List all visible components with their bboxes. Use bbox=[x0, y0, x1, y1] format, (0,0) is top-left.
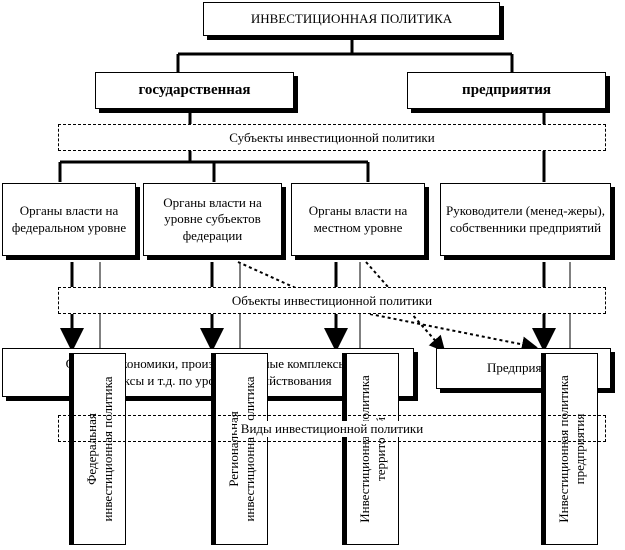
subject-regional: Органы власти на уровне субъектов федера… bbox=[143, 183, 282, 256]
level-state: государственная bbox=[95, 72, 294, 109]
band-objects: Объекты инвестиционной политики bbox=[58, 287, 606, 314]
title-connector bbox=[176, 36, 514, 72]
object-economy-line1: Отрасли экономики, производственные комп… bbox=[65, 356, 351, 372]
subject-enterprise: Руководители (менед-жеры), собственники … bbox=[440, 183, 611, 256]
band-types-label: Виды инвестиционной политики bbox=[236, 420, 428, 437]
local-dotted-arrow-2 bbox=[369, 313, 538, 353]
subject-federal: Органы власти на федеральном уровне bbox=[2, 183, 136, 256]
regional-dotted-arrow bbox=[237, 261, 301, 291]
band-subjects-label: Субъекты инвестиционной политики bbox=[229, 129, 435, 145]
band-subjects: Субъекты инвестиционной политики bbox=[58, 124, 606, 151]
main-title: ИНВЕСТИЦИОННАЯ ПОЛИТИКА bbox=[203, 2, 500, 36]
band-types: Виды инвестиционной политики bbox=[58, 415, 606, 442]
object-economy-line2: комплексы и т.д. по уровням хозяйствован… bbox=[84, 372, 332, 388]
subject-local: Органы власти на местном уровне bbox=[291, 183, 425, 256]
level-enterprise: предприятия bbox=[407, 72, 606, 109]
band-objects-label: Объекты инвестиционной политики bbox=[231, 292, 433, 308]
